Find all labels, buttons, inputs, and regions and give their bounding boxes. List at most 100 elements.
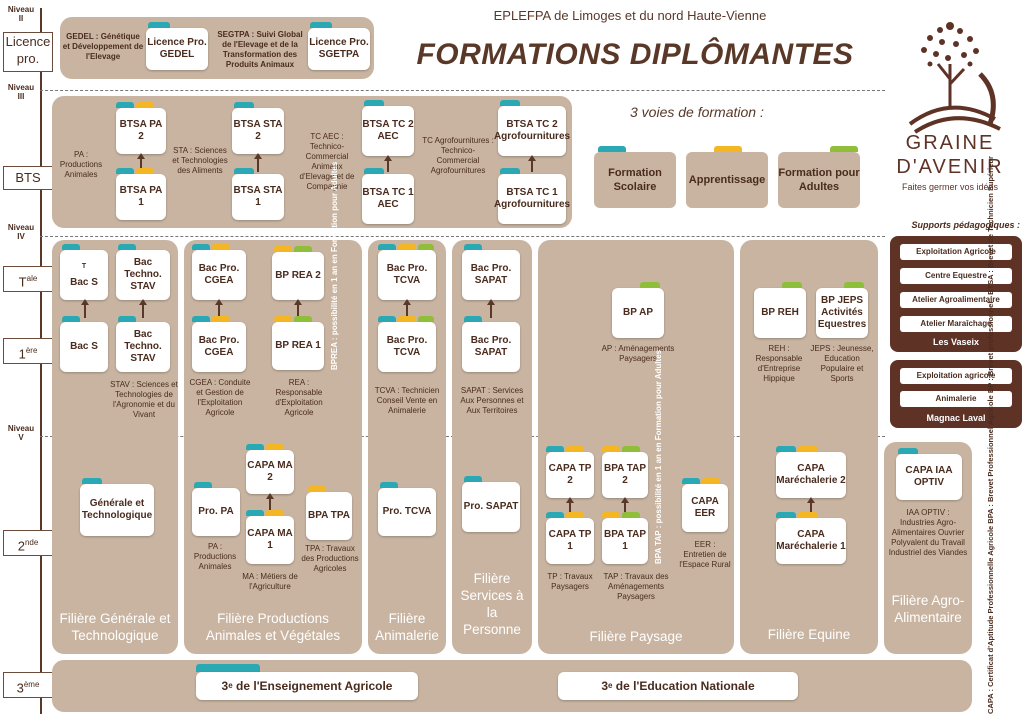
jeps-desc: JEPS : Jeunesse, Education Populaire et … (810, 344, 874, 383)
logo-line1: GRAINE (905, 132, 995, 154)
vaseix-item-2: Atelier Agroalimentaire (900, 292, 1012, 308)
gedel-desc: GEDEL : Génétique et Développement de l'… (62, 32, 144, 61)
filiere-services: Filière Services à la Personne (460, 571, 524, 637)
level-premiere: 1ère (3, 338, 53, 364)
supports-title: Supports pédagogiques : (911, 220, 1020, 230)
eer-desc: EER : Entretien de l'Espace Rural (679, 540, 731, 569)
arrow-bprea (294, 299, 302, 318)
card-tale-cgea: Bac Pro. CGEA (192, 244, 246, 300)
card-capa-mar2: CAPA Maréchalerie 2 (776, 446, 846, 498)
card-bprea1: BP REA 1 (272, 316, 324, 370)
level-terminale: Tale (3, 266, 53, 292)
card-bp-ap: BP AP (612, 282, 664, 338)
logo: GRAINE D'AVENIR Faites germer vos idées (880, 14, 1020, 204)
card-tale-tcva: Bac Pro. TCVA (378, 244, 436, 300)
level-troisieme-sup: ème (23, 680, 40, 689)
card-btsa-pa1: BTSA PA 1 (116, 168, 166, 220)
card-licence-sgetpa: Licence Pro. SGETPA (308, 22, 370, 70)
card-seconde-tcva: Pro. TCVA (378, 482, 436, 536)
bprea-note: BPREA : possibilité en 1 an en Formation… (330, 161, 339, 370)
panel-troisieme (52, 660, 972, 712)
arrow-tcva (403, 299, 411, 318)
card-seconde-gt: Générale et Technologique (80, 478, 154, 536)
pa-desc: PA : Productions Animales (193, 542, 237, 571)
voie-scolaire-label: Formation Scolaire (608, 167, 662, 193)
card-capa-ma1: CAPA MA 1 (246, 510, 294, 564)
supports-magnac: Exploitation agricole Animalerie Magnac … (890, 360, 1022, 428)
voie-apprentissage-label: Apprentissage (688, 174, 766, 186)
magnac-item-1: Animalerie (900, 391, 1012, 407)
arrow-tp (566, 497, 574, 514)
card-bp-reh: BP REH (754, 282, 806, 338)
divider-iv (40, 236, 885, 237)
arrow-ma (266, 493, 274, 512)
iaa-desc: IAA OPTIV : Industries Agro-Alimentaires… (888, 508, 968, 557)
card-btsa-tc1aec: BTSA TC 1 AEC (362, 168, 414, 224)
magnac-item-0: Exploitation agricole (900, 368, 1012, 384)
vaseix-name: Les Vaseix (932, 337, 980, 347)
level-seconde: 2nde (3, 530, 53, 556)
level-bts: BTS (3, 166, 53, 190)
arrow-tap (621, 497, 629, 514)
level-troisieme: 3ème (3, 672, 53, 698)
arrow-tcaec (384, 155, 392, 172)
filiere-equine: Filière Equine (767, 627, 851, 642)
arrow-tcagro (528, 155, 536, 172)
panel-services (452, 240, 532, 654)
level-troisieme-base: 3 (16, 680, 24, 696)
arrow-pa (137, 153, 145, 172)
bpa-tap-note: BPA TAP : possibilité en 1 an en Formati… (654, 349, 663, 564)
voie-adultes-label: Formation pour Adultes (778, 167, 860, 193)
card-tale-sapat: Bac Pro. SAPAT (462, 244, 520, 300)
tpa-desc: TPA : Travaux des Productions Agricoles (301, 544, 359, 573)
school-name: EPLEFPA de Limoges et du nord Haute-Vien… (493, 8, 767, 23)
level-premiere-base: 1 (18, 346, 26, 362)
ap-desc: AP : Aménagements Paysagers (601, 344, 675, 363)
card-capa-tp1: CAPA TP 1 (546, 512, 594, 564)
filiere-production: Filière Productions Animales et Végétale… (205, 611, 341, 643)
legend-abbrev: CAPA : Certificat d'Aptitude Professionn… (986, 156, 995, 714)
page-title: FORMATIONS DIPLÔMANTES (416, 38, 854, 71)
tree-icon (908, 22, 1001, 134)
arrow-sta (254, 153, 262, 172)
rea-desc: REA : Responsable d'Exploitation Agricol… (275, 378, 323, 417)
arrow-cgea (215, 299, 223, 318)
card-btsa-pa2: BTSA PA 2 (116, 102, 166, 154)
niveau-v: Niveau V (7, 424, 35, 442)
vaseix-item-0: Exploitation Agricole (900, 244, 1012, 260)
card-capa-tp2: CAPA TP 2 (546, 446, 594, 498)
filiere-animalerie: Filière Animalerie (375, 611, 439, 643)
card-bp-jeps: BP JEPS Activités Equestres (816, 282, 868, 338)
bts-tcagro-desc: TC Agrofournitures : Technico-Commercial… (422, 136, 494, 175)
vaseix-item-3: Atelier Maraîchage (900, 316, 1012, 332)
card-btsa-tc2agro: BTSA TC 2 Agrofournitures (494, 100, 570, 156)
logo-tagline: Faites germer vos idées (901, 182, 999, 192)
logo-line2: D'AVENIR (896, 156, 1004, 178)
ma-desc: MA : Métiers de l'Agriculture (242, 572, 298, 591)
magnac-name: Magnac Laval (926, 413, 986, 423)
tcva-desc: TCVA : Technicien Conseil Vente en Anima… (374, 386, 440, 415)
card-btsa-sta2: BTSA STA 2 (232, 102, 284, 154)
tab-3e-agricole (196, 664, 260, 672)
arrow-sapat (487, 299, 495, 318)
card-prem-sapat: Bac Pro. SAPAT (462, 316, 520, 372)
sapat-desc: SAPAT : Services Aux Personnes et Aux Te… (460, 386, 524, 415)
niveau-iii: Niveau III (7, 83, 35, 101)
card-capa-mar1: CAPA Maréchalerie 1 (776, 512, 846, 564)
bts-sta-desc: STA : Sciences et Technologies des Alime… (172, 146, 228, 175)
level-terminale-sup: ale (26, 274, 38, 283)
vaseix-item-1: Centre Equestre (900, 268, 1012, 284)
card-prem-bac-stav: Bac Techno. STAV (116, 316, 170, 372)
panel-generale (52, 240, 178, 654)
level-licence: Licence pro. (3, 32, 53, 72)
filiere-agro: Filière Agro-Alimentaire (891, 593, 965, 625)
reh-desc: REH : Responsable d'Entreprise Hippique (755, 344, 803, 383)
card-licence-gedel: Licence Pro. GEDEL (146, 22, 208, 70)
niveau-iv: Niveau IV (7, 223, 35, 241)
niveau-ii: Niveau II (7, 5, 35, 23)
card-bprea2: BP REA 2 (272, 246, 324, 300)
card-seconde-sapat: Pro. SAPAT (462, 476, 520, 532)
